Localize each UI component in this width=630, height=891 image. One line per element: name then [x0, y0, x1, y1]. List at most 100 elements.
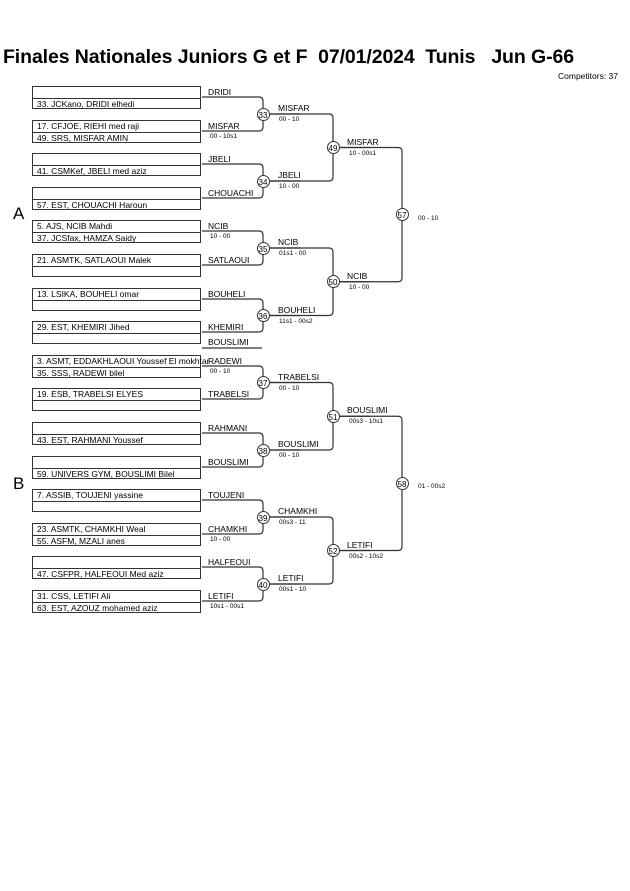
competitor-bottom: 63. EST, AZOUZ mohamed aziz: [37, 602, 158, 613]
competitor-top: 23. ASMTK, CHAMKHI Weal: [33, 524, 200, 536]
entry-score: 10s1 - 00s1: [210, 603, 244, 610]
round1-winner-name: LETIFI: [278, 573, 304, 583]
match-number-49[interactable]: 49: [326, 141, 340, 154]
round1-score: 00s3 - 11: [279, 519, 306, 526]
competitor-bottom: [33, 301, 200, 312]
match-number-51[interactable]: 51: [326, 409, 340, 423]
competitor-bottom: 33. JCKano, DRIDI elhedi: [37, 98, 135, 109]
entry-winner-name: TOUJENI: [208, 489, 245, 500]
entry-winner-name: TRABELSI: [208, 388, 250, 399]
competitor-bottom: 57. EST, CHOUACHI Haroun: [37, 199, 148, 210]
round2-winner-name: BOUSLIMI: [347, 405, 388, 416]
match-number-38[interactable]: 38: [256, 443, 270, 457]
competitor-bottom: [33, 502, 200, 513]
competitor-box[interactable]: 57. EST, CHOUACHI Haroun: [32, 187, 201, 210]
competitor-top: [33, 557, 200, 569]
competitor-bottom: 55. ASFM, MZALI anes: [37, 535, 125, 546]
entry-winner-name: BOUSLIMI: [208, 456, 249, 467]
entry-winner-name: RADEWI: [208, 355, 242, 366]
competitor-bottom: [33, 334, 200, 345]
competitor-top: [33, 457, 200, 469]
entry-score: 00 - 10s1: [210, 133, 238, 140]
competitor-top: 17. CFJOE, RIEHI med raji: [33, 121, 200, 133]
final-score: 00 - 10: [418, 214, 439, 222]
competitors-count: Competitors: 37: [558, 71, 618, 81]
entry-winner-name: JBELI: [208, 153, 231, 164]
competitor-bottom: [33, 401, 200, 412]
entry-winner-name: RAHMANI: [208, 422, 248, 433]
competitor-box[interactable]: 13. LSIKA, BOUHELI omar: [32, 288, 201, 311]
competitor-box[interactable]: 21. ASMTK, SATLAOUI Malek: [32, 254, 201, 277]
match-number-33[interactable]: 33: [256, 107, 270, 121]
round1-score: 11s1 - 00s2: [279, 317, 313, 325]
match-number-35[interactable]: 35: [256, 241, 270, 255]
competitor-box[interactable]: 7. ASSIB, TOUJENI yassine: [32, 489, 201, 512]
entry-winner-name: DRIDI: [208, 86, 232, 97]
pool-a-label: A: [13, 204, 25, 223]
competitor-top: 19. ESB, TRABELSI ELYES: [33, 389, 200, 401]
competitor-bottom: 41. CSMKef, JBELI med aziz: [37, 165, 147, 176]
entry-score: 10 - 00: [210, 536, 231, 543]
connector-line: [340, 415, 403, 552]
round1-score: 00 - 10: [279, 452, 300, 459]
round1-score: 00 - 10: [279, 116, 300, 123]
round2-score: 00s2 - 10s2: [349, 552, 383, 560]
competitor-top: 21. ASMTK, SATLAOUI Malek: [33, 255, 200, 267]
match-number-36[interactable]: 36: [256, 309, 270, 322]
competitor-box[interactable]: 29. EST, KHEMIRI Jihed: [32, 321, 201, 344]
competitor-top: 3. ASMT, EDDAKHLAOUI Youssef El mokhtar: [33, 356, 209, 368]
final-score: 01 - 00s2: [418, 483, 446, 491]
entry-winner-name: CHOUACHI: [208, 187, 254, 198]
round1-winner-name: NCIB: [278, 237, 299, 247]
match-number-58[interactable]: 58: [395, 476, 409, 490]
match-number-34[interactable]: 34: [256, 174, 270, 188]
round2-winner-name: NCIB: [347, 270, 368, 281]
round1-winner-name: JBELI: [278, 170, 301, 180]
match-number-52[interactable]: 52: [326, 544, 340, 557]
page-title: Finales Nationales Juniors G et F 07/01/…: [3, 46, 574, 68]
competitor-bottom: 49. SRS, MISFAR AMIN: [37, 132, 129, 143]
round2-winner-name: MISFAR: [347, 136, 379, 147]
competitor-bottom: 43. EST, RAHMANI Youssef: [37, 434, 143, 445]
entry-winner-name: LETIFI: [208, 590, 234, 601]
round1-score: 00 - 10: [279, 384, 300, 392]
competitor-box[interactable]: 59. UNIVERS GYM, BOUSLIMI Bilel: [32, 456, 201, 479]
round1-winner-name: BOUSLIMI: [278, 439, 319, 449]
competitor-bottom: 59. UNIVERS GYM, BOUSLIMI Bilel: [37, 468, 175, 479]
connector-line: [340, 146, 403, 283]
competitor-top: [33, 188, 200, 200]
round1-score: 10 - 00: [279, 183, 300, 190]
match-number-40[interactable]: 40: [256, 577, 270, 591]
competitor-box[interactable]: 33. JCKano, DRIDI elhedi: [32, 86, 201, 109]
competitor-top: 29. EST, KHEMIRI Jihed: [33, 322, 200, 334]
round2-score: 10 - 00: [349, 283, 370, 291]
round1-winner-name: TRABELSI: [278, 371, 320, 382]
competitor-top: [33, 154, 200, 166]
match-number-37[interactable]: 37: [256, 376, 270, 389]
match-number-57[interactable]: 57: [395, 208, 409, 222]
competitor-top: [33, 423, 200, 435]
competitor-bottom: 47. CSFPR, HALFEOUI Med aziz: [37, 568, 164, 579]
competitor-bottom: [33, 267, 200, 278]
round2-winner-name: LETIFI: [347, 539, 373, 550]
competitor-box[interactable]: 43. EST, RAHMANI Youssef: [32, 422, 201, 445]
round1-winner-name: MISFAR: [278, 103, 310, 113]
competitor-box[interactable]: 19. ESB, TRABELSI ELYES: [32, 388, 201, 411]
match-number-39[interactable]: 39: [256, 510, 270, 524]
competitor-box[interactable]: 47. CSFPR, HALFEOUI Med aziz: [32, 556, 201, 579]
competitor-box[interactable]: 41. CSMKef, JBELI med aziz: [32, 153, 201, 176]
entry-winner-name: CHAMKHI: [208, 523, 248, 534]
round1-score: 01s1 - 00: [279, 250, 307, 257]
competitor-top: 5. AJS, NCIB Mahdi: [33, 221, 200, 233]
competitor-top: 7. ASSIB, TOUJENI yassine: [33, 490, 200, 502]
round1-winner-name: BOUHELI: [278, 304, 316, 315]
entry-winner-name: MISFAR: [208, 120, 240, 131]
competitor-top: [33, 87, 200, 99]
match-number-50[interactable]: 50: [326, 275, 340, 289]
competitor-bottom: 37. JCSfax, HAMZA Saidy: [37, 232, 137, 243]
